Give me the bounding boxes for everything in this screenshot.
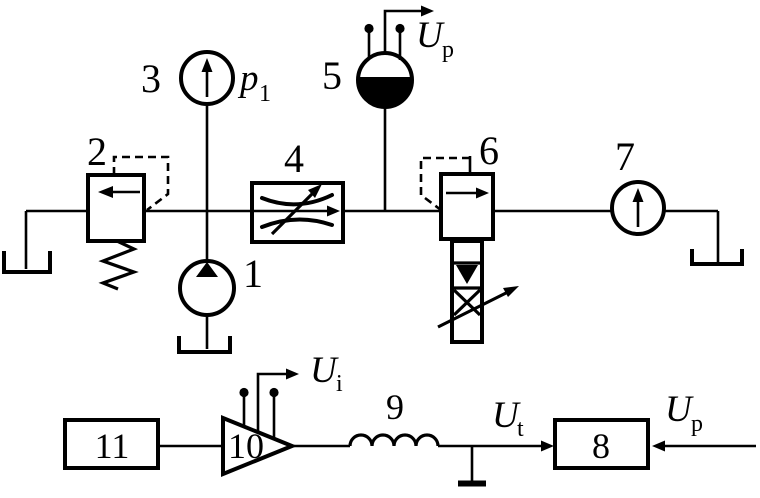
label-7: 7 (615, 134, 635, 179)
comparator-box-8: 8 (553, 418, 650, 470)
inductor-9: 9 (348, 387, 440, 447)
coil-icon (348, 433, 440, 447)
spring-icon (98, 239, 139, 291)
label-11: 11 (95, 426, 130, 466)
label-ut-sub: t (517, 416, 524, 442)
flow-gauge-7: 7 (610, 134, 666, 236)
amplifier-terminals-icon (239, 387, 279, 440)
up-right-signal-arrow: U p (652, 389, 756, 452)
gauge-needle-icon (201, 58, 213, 97)
tank-pump-icon (177, 336, 232, 354)
label-10: 10 (228, 426, 264, 466)
pressure-gauge-3: 3 p 1 (141, 50, 271, 107)
throttle-arc-top (260, 193, 334, 207)
throttle-arc-bottom (260, 217, 334, 229)
pump-triangle-icon (196, 262, 218, 277)
label-p1-sub: 1 (259, 81, 271, 107)
label-ut: U (492, 395, 521, 436)
label-3: 3 (141, 56, 161, 101)
label-6: 6 (479, 128, 499, 173)
label-up-top-sub: p (442, 37, 454, 63)
pilot-line-dashed (112, 155, 170, 212)
label-2: 2 (87, 129, 107, 174)
label-up-right-sub: p (691, 411, 703, 437)
label-9: 9 (386, 387, 404, 427)
adjust-arrow-icon (270, 184, 322, 236)
label-ui-sub: i (336, 371, 343, 397)
pilot-valve-6: 6 (419, 128, 499, 241)
tank-right-icon (690, 249, 744, 266)
up-signal-arrow-icon (383, 5, 434, 53)
left-flow-arrow-icon (98, 186, 140, 198)
label-up-right: U (665, 389, 694, 430)
ui-signal-arrow-icon (256, 368, 299, 432)
pump-1: 1 (177, 251, 263, 354)
throttle-cross-icon (452, 288, 482, 317)
label-p1: p (237, 58, 259, 99)
pressure-transducer-5: U p 5 (322, 5, 454, 211)
label-4: 4 (284, 136, 304, 181)
transducer-terminals-icon (364, 23, 405, 60)
ut-signal-arrow: U t (438, 395, 554, 452)
command-box-11: 11 (63, 418, 160, 470)
label-1: 1 (243, 251, 263, 296)
check-valve-triangle-icon (456, 265, 478, 284)
throttle-valve-4: 4 (250, 136, 345, 244)
gauge-needle-icon (632, 188, 644, 227)
flow-arrow-icon (252, 205, 340, 217)
pilot-line-dashed (419, 156, 470, 212)
label-up-top: U (416, 15, 445, 56)
label-5: 5 (322, 53, 342, 98)
right-flow-arrow-icon (446, 187, 489, 199)
check-throttle-stack (437, 239, 519, 344)
label-ui: U (310, 350, 339, 391)
adjust-arrow-icon (437, 286, 519, 329)
relief-valve-2: 2 (86, 129, 170, 291)
ground-icon (458, 446, 486, 487)
label-8: 8 (592, 426, 610, 466)
amplifier-10: 10 U i (221, 350, 343, 477)
tank-left-icon (2, 251, 52, 274)
